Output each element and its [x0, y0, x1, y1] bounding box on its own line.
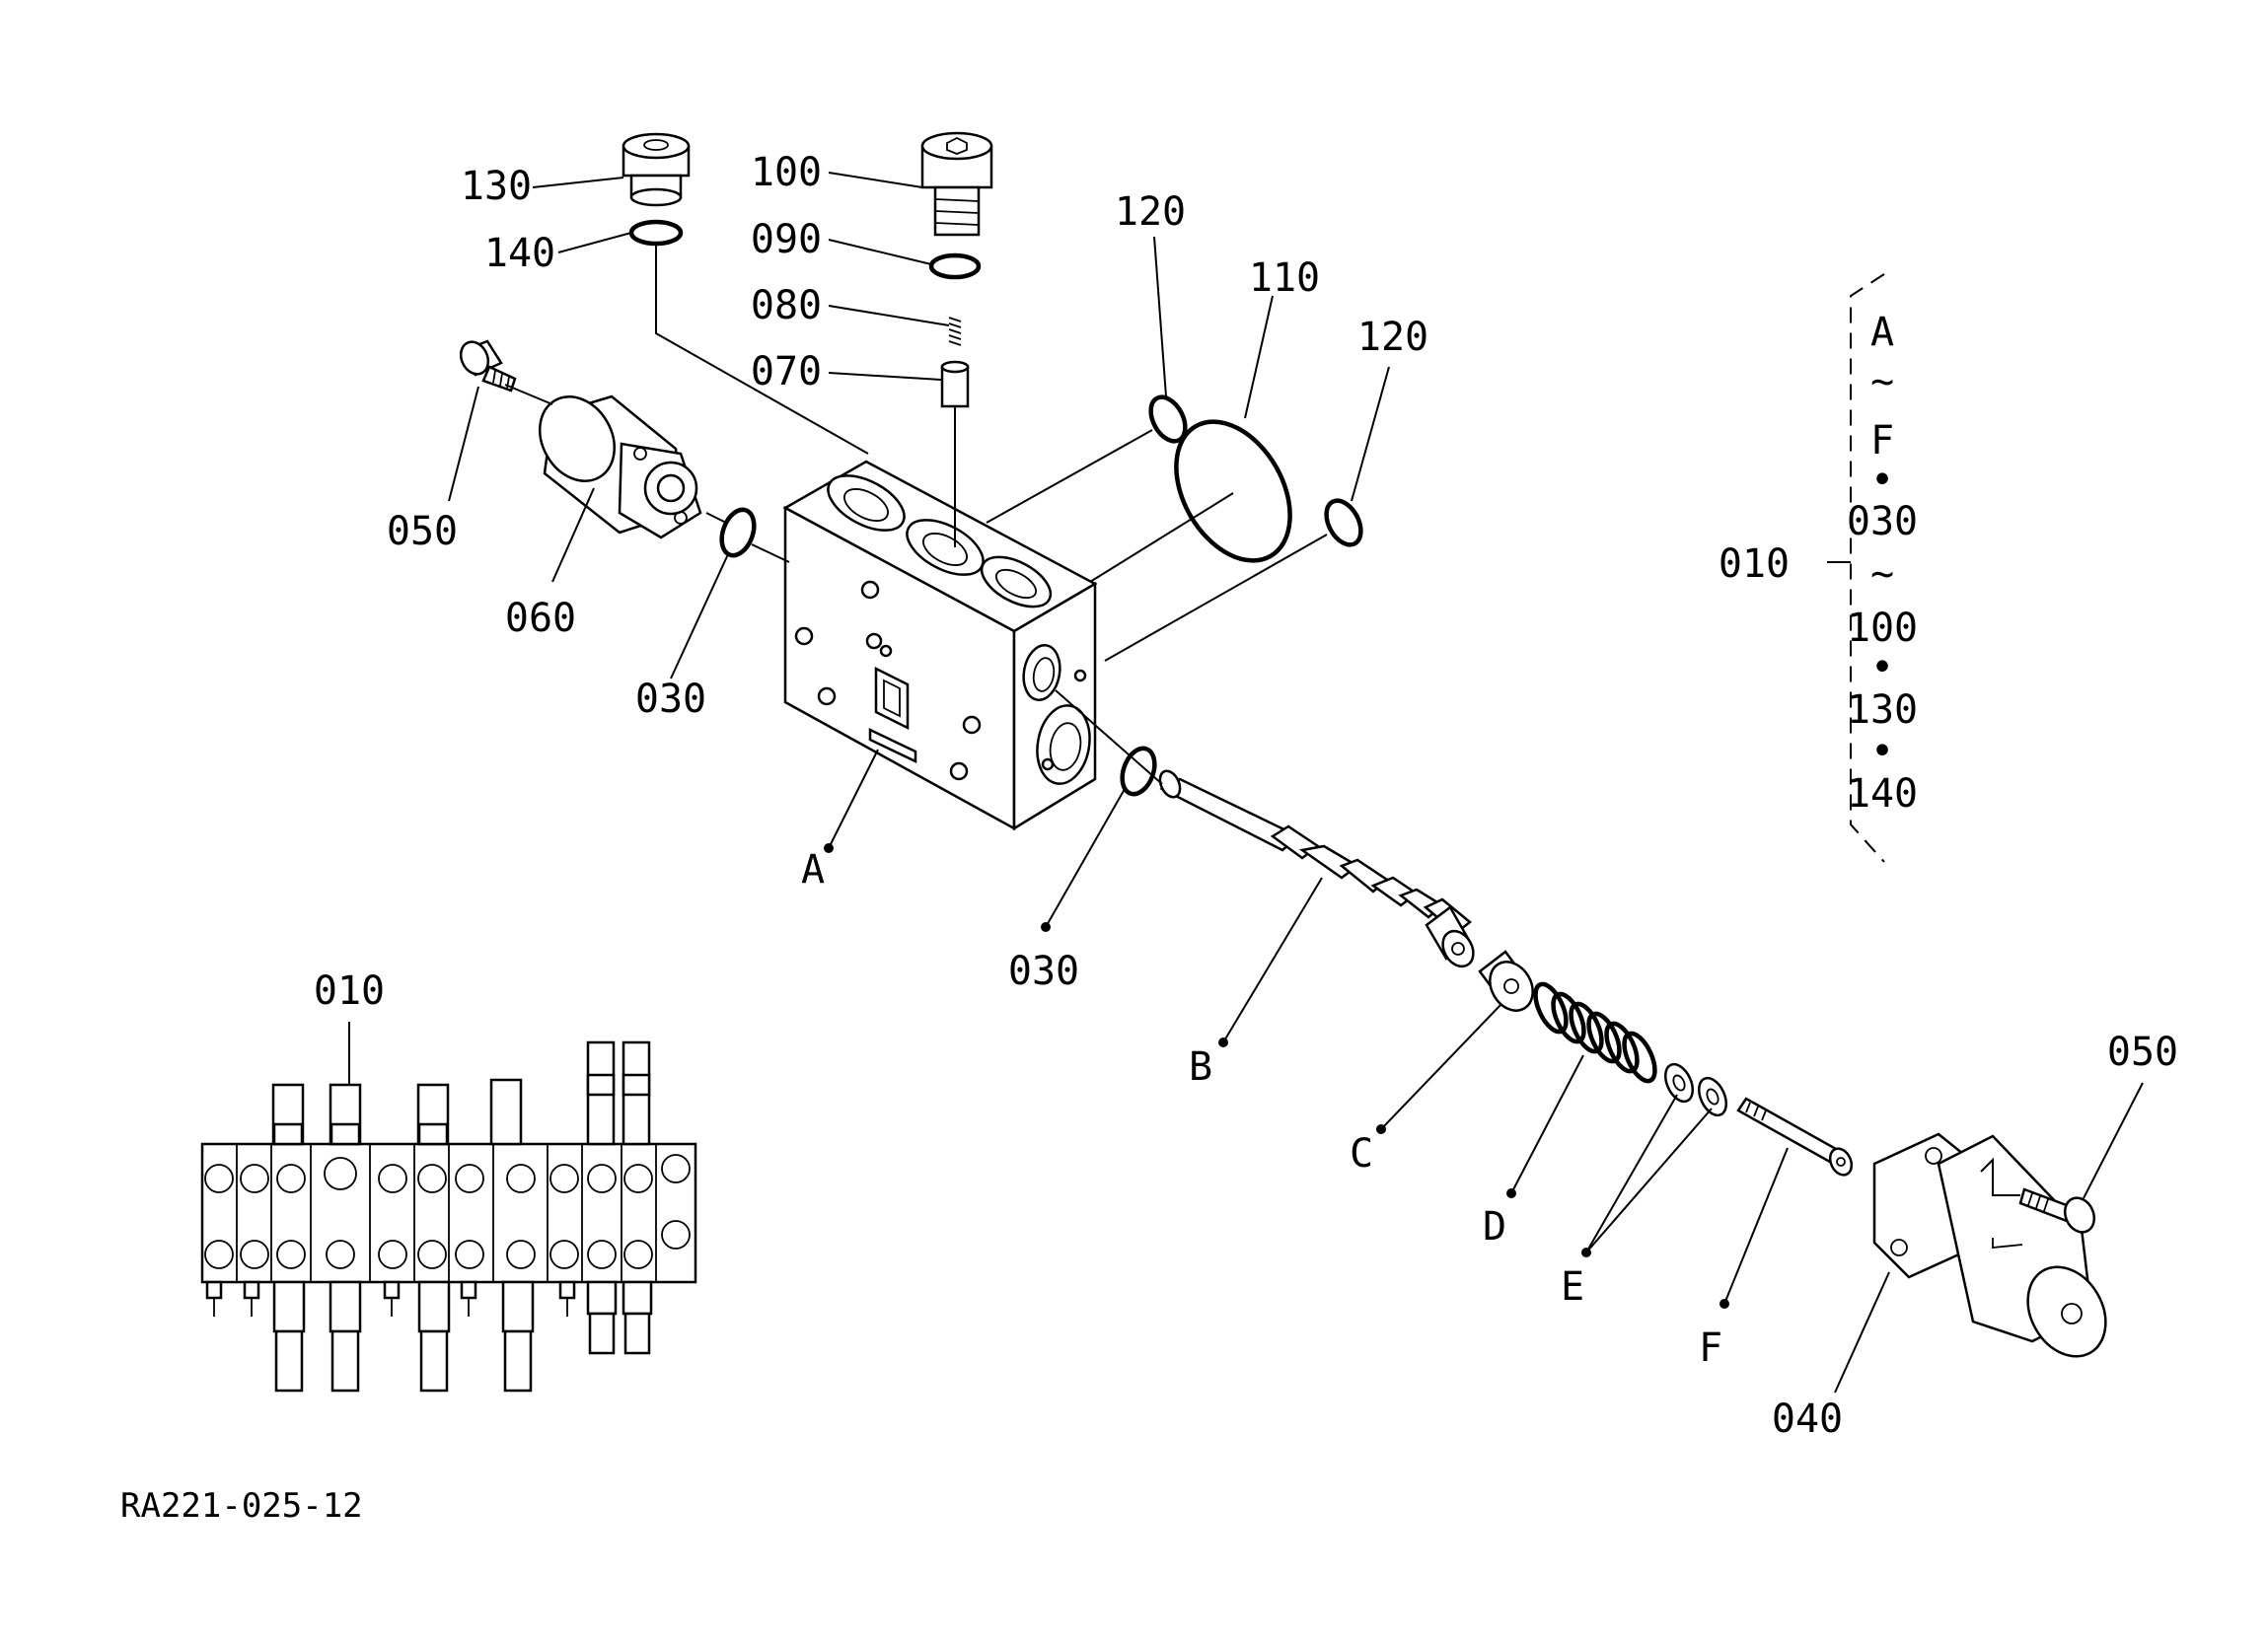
o-ring-140[interactable] — [628, 219, 684, 247]
pin-f[interactable] — [1736, 1097, 1856, 1179]
sleeve[interactable] — [1425, 905, 1480, 971]
kit-bracket-item: ~ — [1870, 551, 1894, 597]
kit-bracket-item: 130 — [1847, 687, 1918, 733]
spring-d[interactable] — [1529, 979, 1661, 1085]
callout-d: D — [1483, 1204, 1506, 1250]
callout-130: 130 — [461, 164, 532, 209]
bolt-050-lower[interactable] — [2018, 1187, 2099, 1237]
kit-bracket-item: • — [1870, 645, 1894, 690]
callout-e: E — [1561, 1264, 1584, 1310]
callout-050-upper: 050 — [387, 509, 458, 554]
callout-f: F — [1699, 1325, 1722, 1371]
callout-labels: 130 140 100 090 080 070 120 110 120 050 … — [314, 150, 2178, 1442]
callout-060: 060 — [505, 596, 576, 641]
kit-bracket-label: 010 — [1719, 541, 1790, 587]
kit-bracket-item: • — [1870, 458, 1894, 503]
callout-010-assembly: 010 — [314, 968, 385, 1014]
bolt-050-upper[interactable] — [456, 337, 517, 393]
plug-130[interactable] — [622, 132, 691, 207]
kit-bracket-item: F — [1870, 418, 1894, 464]
kit-bracket-item: ~ — [1870, 359, 1894, 404]
kit-bracket-item: A — [1870, 310, 1894, 355]
valve-body-a[interactable] — [782, 460, 1098, 831]
callout-080: 080 — [751, 283, 822, 328]
callout-c: C — [1350, 1131, 1373, 1177]
o-ring-110[interactable] — [1153, 401, 1314, 581]
leader-lines — [348, 172, 2144, 1394]
kit-bracket-item: 100 — [1847, 606, 1918, 651]
o-ring-120-upper[interactable] — [1143, 392, 1192, 447]
callout-110: 110 — [1249, 255, 1320, 301]
callout-030-center: 030 — [1008, 949, 1079, 994]
callout-120-right: 120 — [1357, 315, 1428, 360]
callout-140: 140 — [484, 231, 555, 276]
pin-070[interactable] — [940, 360, 970, 408]
callout-a: A — [801, 847, 825, 893]
callout-050-lower: 050 — [2107, 1030, 2178, 1075]
kit-bracket-item: 030 — [1847, 499, 1918, 544]
drawing-code: RA221-025-12 — [120, 1486, 363, 1526]
valve-bank-assembly[interactable] — [200, 1040, 697, 1393]
callout-040: 040 — [1772, 1396, 1843, 1442]
cover-040[interactable] — [1872, 1132, 2121, 1371]
plug-100[interactable] — [920, 131, 993, 237]
callout-100: 100 — [751, 150, 822, 195]
kit-bracket: 010 A~F•030~100•130•140 — [1719, 273, 1918, 863]
collar-c[interactable] — [1478, 950, 1541, 1019]
washers-e[interactable] — [1660, 1060, 1732, 1119]
o-ring-030-left[interactable] — [716, 505, 761, 559]
o-ring-090[interactable] — [928, 252, 982, 280]
callout-120-upper: 120 — [1115, 189, 1186, 235]
kit-bracket-item: 140 — [1847, 771, 1918, 817]
spool-b[interactable] — [1156, 768, 1472, 935]
callout-090: 090 — [751, 217, 822, 262]
callout-070: 070 — [751, 349, 822, 394]
cap-060[interactable] — [525, 384, 702, 539]
kit-bracket-item: • — [1870, 729, 1894, 774]
o-ring-120-right[interactable] — [1319, 495, 1367, 550]
spring-080[interactable] — [948, 317, 962, 346]
kit-bracket-items: A~F•030~100•130•140 — [1847, 310, 1918, 817]
callout-b: B — [1189, 1044, 1212, 1090]
callout-030-left: 030 — [635, 677, 706, 722]
